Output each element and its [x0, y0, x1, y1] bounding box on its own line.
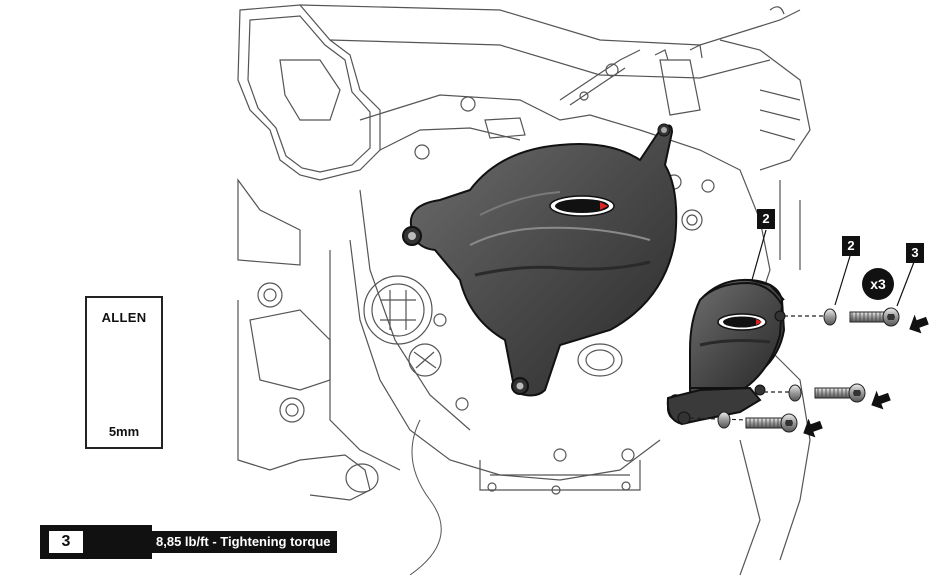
callout-part-2-washer: 2 [842, 236, 860, 256]
tool-requirement-box: ALLEN 5mm [85, 296, 163, 449]
callout-part-3-screw: 3 [906, 243, 924, 263]
torque-specification-bar: 3 8,85 lb/ft - Tightening torque [40, 525, 340, 559]
large-engine-cover [402, 123, 678, 397]
torque-step-number: 3 [48, 530, 84, 554]
tool-title: ALLEN [101, 310, 147, 325]
washers [717, 308, 837, 429]
small-engine-cover [666, 278, 786, 426]
insert-arrows [803, 314, 929, 438]
quantity-badge: x3 [862, 268, 894, 300]
screws [745, 307, 900, 433]
callout-part-2-cover: 2 [757, 209, 775, 229]
torque-text: 8,85 lb/ft - Tightening torque [152, 531, 337, 553]
tool-size: 5mm [108, 424, 140, 439]
engine-line-art [237, 4, 811, 576]
torque-step-box: 3 [40, 525, 152, 559]
callout-leaders [751, 229, 915, 307]
